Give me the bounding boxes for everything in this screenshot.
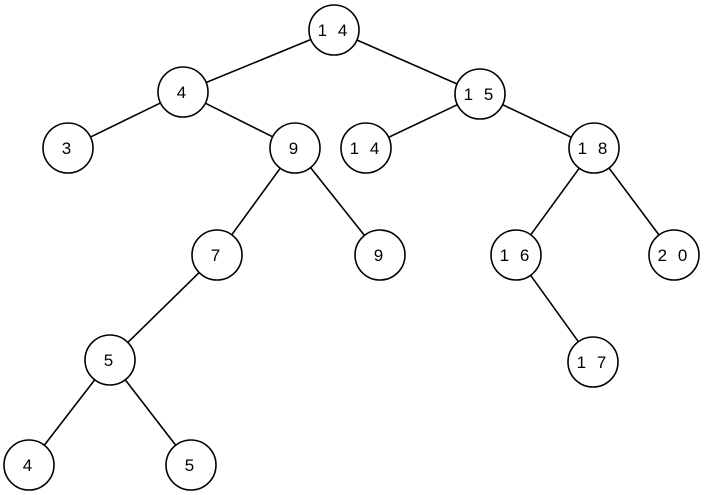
node-circle <box>3 439 55 491</box>
edge-n18-n16 <box>530 167 580 236</box>
node-circle <box>269 122 321 174</box>
edge-n9a-n9b <box>309 167 366 236</box>
node-circle <box>157 66 209 118</box>
edge-n4-n3 <box>90 102 161 138</box>
node-circle <box>308 4 360 56</box>
edge-n4-n9a <box>205 102 273 138</box>
node-label: 1 5 <box>464 85 497 104</box>
tree-node-root: 1 4 <box>308 4 360 56</box>
node-label: 5 <box>185 456 197 475</box>
edge-n16-n17 <box>529 274 580 343</box>
node-label: 1 4 <box>350 139 383 158</box>
node-circle <box>340 122 392 174</box>
tree-node-n18: 1 8 <box>568 122 620 174</box>
tree-node-n5a: 5 <box>84 334 136 386</box>
edge-n7-n5a <box>127 271 200 344</box>
node-label: 3 <box>62 139 74 158</box>
node-circle <box>42 122 94 174</box>
node-label: 4 <box>177 83 189 102</box>
tree-node-n9a: 9 <box>269 122 321 174</box>
tree-node-n5b: 5 <box>165 439 217 491</box>
tree-node-n20: 2 0 <box>648 229 700 281</box>
tree-node-n17: 1 7 <box>567 336 619 388</box>
tree-node-n15: 1 5 <box>454 68 506 120</box>
node-label: 9 <box>374 246 386 265</box>
tree-edges <box>43 38 660 446</box>
edge-n5a-n4b <box>43 379 96 446</box>
node-label: 1 4 <box>318 21 351 40</box>
edge-n15-n18 <box>502 103 572 139</box>
node-circle <box>648 229 700 281</box>
node-label: 7 <box>211 246 223 265</box>
node-circle <box>191 229 243 281</box>
edge-n18-n20 <box>608 167 660 236</box>
node-circle <box>84 334 136 386</box>
node-label: 9 <box>289 139 301 158</box>
tree-node-n3: 3 <box>42 122 94 174</box>
node-label: 1 7 <box>577 353 610 372</box>
tree-node-n4b: 4 <box>3 439 55 491</box>
node-circle <box>567 336 619 388</box>
node-label: 4 <box>23 456 35 475</box>
edge-n9a-n7 <box>231 167 281 236</box>
tree-node-n4: 4 <box>157 66 209 118</box>
node-circle <box>354 229 406 281</box>
node-label: 2 0 <box>658 246 691 265</box>
tree-node-n14b: 1 4 <box>340 122 392 174</box>
tree-node-n16: 1 6 <box>490 229 542 281</box>
edge-root-n15 <box>356 39 458 85</box>
tree-node-n9b: 9 <box>354 229 406 281</box>
edge-n5a-n5b <box>124 379 177 446</box>
tree-nodes: 1 4 4 1 5 3 9 1 4 1 8 7 9 1 6 2 0 5 1 7 4 5 <box>3 4 700 491</box>
node-label: 1 8 <box>578 139 611 158</box>
node-label: 1 6 <box>500 246 533 265</box>
node-circle <box>490 229 542 281</box>
node-circle <box>568 122 620 174</box>
tree-node-n7: 7 <box>191 229 243 281</box>
node-label: 5 <box>104 351 116 370</box>
node-circle <box>165 439 217 491</box>
edge-root-n4 <box>205 38 312 84</box>
edge-n15-n14b <box>388 103 458 139</box>
node-circle <box>454 68 506 120</box>
